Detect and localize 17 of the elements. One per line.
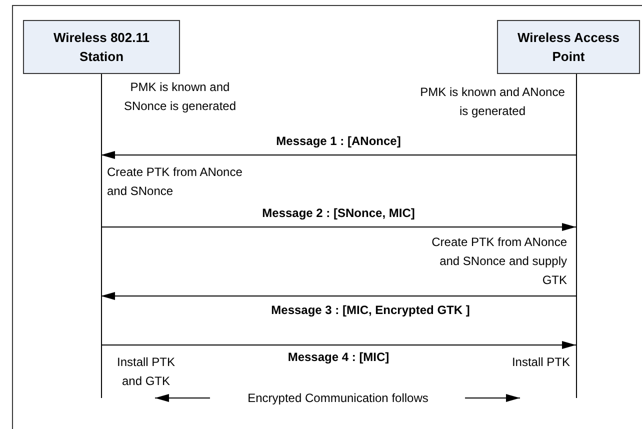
message-label: Message 1 : [ANonce] (274, 134, 403, 148)
message-arrow (100, 341, 576, 349)
step-note: Install PTK and GTK (116, 354, 176, 390)
message-label: Message 2 : [SNonce, MIC] (260, 206, 417, 220)
message-label: Message 4 : [MIC] (286, 350, 392, 364)
step-note: PMK is known and SNonce is generated (122, 79, 238, 115)
step-note: PMK is known and ANonce is generated (420, 84, 565, 120)
participant-name: Wireless Access Point (516, 29, 621, 66)
participant-name: Wireless 802.11 Station (52, 29, 150, 66)
step-note: Create PTK from ANonce and SNonce and supply GTK (430, 234, 567, 289)
message-arrow (100, 223, 576, 231)
message-arrow (100, 292, 576, 300)
step-note: Create PTK from ANonce and SNonce (107, 164, 244, 200)
step-note: Install PTK (510, 354, 570, 371)
message-arrow (100, 151, 576, 159)
caption-text: Encrypted Communication follows (248, 390, 428, 407)
message-label: Message 3 : [MIC, Encrypted GTK ] (269, 303, 472, 317)
